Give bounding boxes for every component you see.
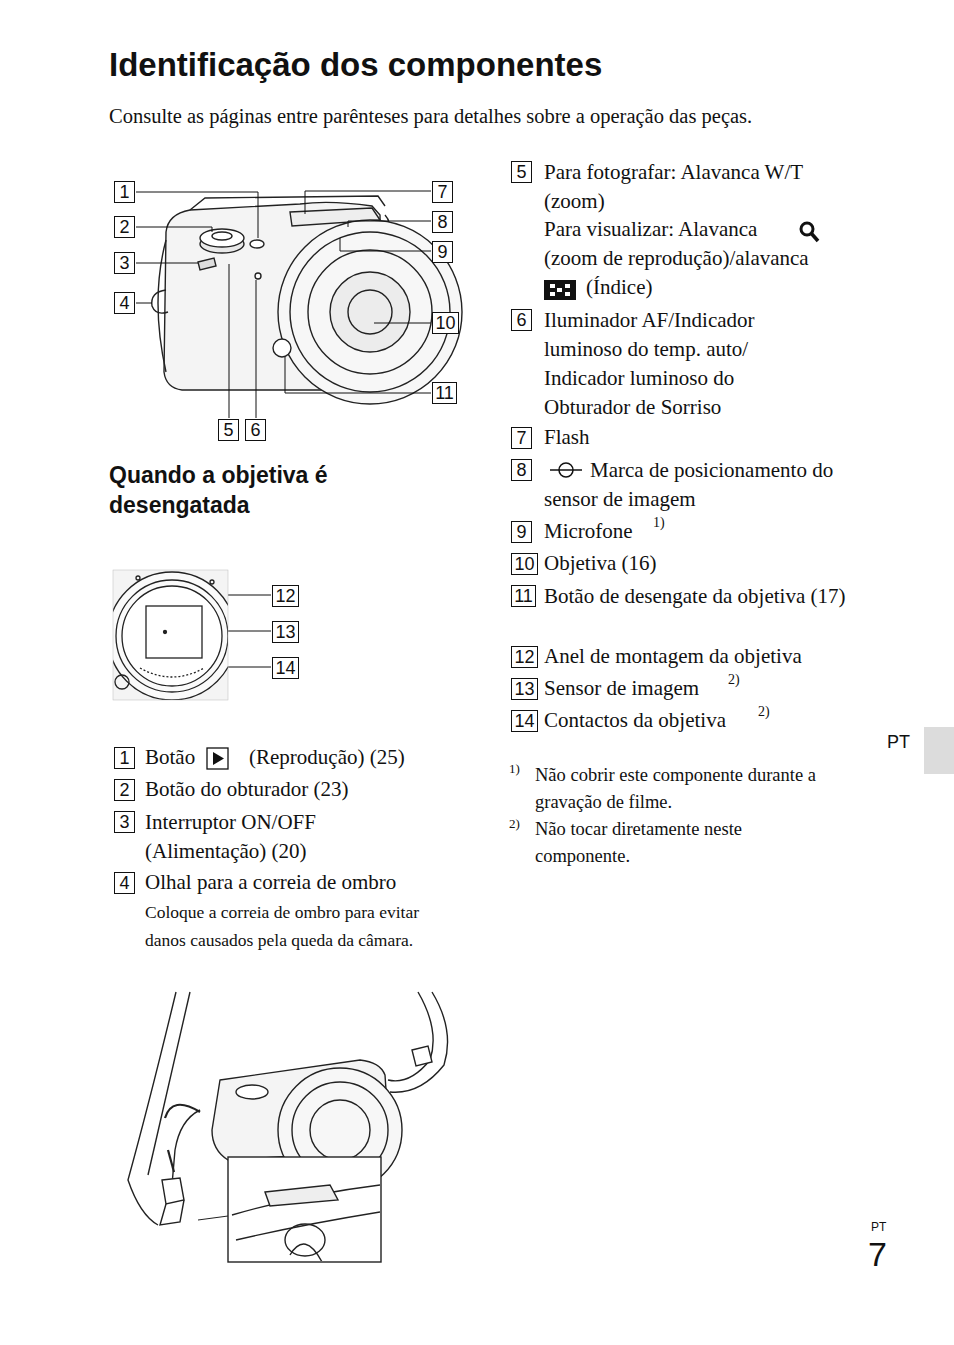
number-text: 11 [435, 384, 454, 402]
part-name: Objetiva (16) [544, 550, 657, 577]
language-tab [924, 727, 954, 774]
number-text: 12 [275, 587, 295, 605]
list-number: 11 [511, 585, 536, 607]
callout-number: 4 [114, 292, 135, 314]
part-name: Olhal para a correia de ombro [145, 869, 396, 896]
callout-number: 7 [432, 181, 453, 203]
lens-mount-drawing [113, 570, 228, 700]
page-number: 7 [868, 1232, 887, 1276]
list-number: 13 [511, 678, 538, 700]
number-text: 1 [119, 183, 129, 201]
part-name: (Reprodução) (25) [249, 744, 405, 771]
callout-number: 1 [114, 181, 135, 203]
callout-number: 11 [432, 382, 457, 404]
number-text: 10 [435, 314, 455, 332]
callout-number: 13 [272, 621, 299, 643]
strap-drawing [128, 992, 448, 1262]
part-name: Flash [544, 424, 590, 451]
part-name: (Índice) [586, 274, 652, 301]
list-number: 10 [511, 553, 538, 575]
number-text: 7 [516, 429, 526, 447]
callout-number: 6 [245, 419, 266, 441]
page-title: Identificação dos componentes [109, 46, 602, 84]
callout-number: 5 [218, 419, 239, 441]
page-language: PT [871, 1219, 886, 1235]
footnote-text: Não cobrir este componente durante a gra… [535, 762, 870, 816]
part-name: Anel de montagem da objetiva [544, 643, 802, 670]
list-number: 12 [511, 646, 538, 668]
callout-number: 3 [114, 252, 135, 274]
part-name: Interruptor ON/OFF (Alimentação) (20) [145, 808, 385, 866]
callout-number: 8 [432, 211, 453, 233]
part-name: Botão [145, 744, 195, 771]
part-name: Marca de posicionamento do sensor de ima… [544, 456, 854, 514]
number-text: 6 [516, 311, 526, 329]
part-name: (zoom de reprodução)/alavanca [544, 245, 809, 272]
list-number: 8 [511, 459, 532, 481]
number-text: 13 [275, 623, 295, 641]
inline-icons [207, 223, 818, 769]
part-name: Iluminador AF/Indicador luminoso do temp… [544, 306, 794, 422]
number-text: 14 [275, 659, 295, 677]
callout-number: 10 [432, 312, 459, 334]
number-text: 8 [437, 213, 447, 231]
number-text: 1 [119, 749, 129, 767]
number-text: 4 [119, 294, 129, 312]
list-number: 2 [114, 779, 135, 801]
note-text: Coloque a correia de ombro para evitar d… [145, 899, 455, 954]
part-name: Sensor de imagem [544, 675, 699, 702]
number-text: 2 [119, 218, 129, 236]
list-number: 6 [511, 309, 532, 331]
number-text: 6 [250, 421, 260, 439]
number-text: 9 [437, 243, 447, 261]
number-text: 10 [514, 555, 534, 573]
list-number: 3 [114, 811, 135, 833]
list-number: 7 [511, 427, 532, 449]
part-name: Contactos da objetiva [544, 707, 726, 734]
footnote-marker: 2) [509, 815, 520, 832]
list-number: 4 [114, 872, 135, 894]
footnote-ref: 2) [728, 671, 740, 689]
part-name: Microfone [544, 518, 633, 545]
intro-text: Consulte as páginas entre parênteses par… [109, 103, 899, 130]
callout-number: 12 [272, 585, 299, 607]
footnote-ref: 1) [653, 514, 665, 532]
number-text: 4 [119, 874, 129, 892]
list-number: 14 [511, 710, 538, 732]
list-number: 9 [511, 521, 532, 543]
number-text: 9 [516, 523, 526, 541]
footnote-ref: 2) [758, 703, 770, 721]
subheading: Quando a objetiva é desengatada [109, 460, 399, 520]
part-name: Botão do obturador (23) [145, 776, 349, 803]
callout-number: 9 [432, 241, 453, 263]
part-name: Para fotografar: Alavanca W/T (zoom) [544, 158, 849, 216]
part-name: Para visualizar: Alavanca [544, 216, 757, 243]
number-text: 8 [516, 461, 526, 479]
footnote-text: Não tocar diretamente neste componente. [535, 816, 835, 870]
list-number: 1 [114, 747, 135, 769]
number-text: 3 [119, 813, 129, 831]
number-text: 13 [514, 680, 534, 698]
number-text: 7 [437, 183, 447, 201]
part-name: Botão de desengate da objetiva (17) [544, 582, 854, 611]
number-text: 12 [514, 648, 534, 666]
number-text: 2 [119, 781, 129, 799]
number-text: 3 [119, 254, 129, 272]
callout-number: 2 [114, 216, 135, 238]
list-number: 5 [511, 161, 532, 183]
footnote-marker: 1) [509, 760, 520, 777]
number-text: 14 [514, 712, 534, 730]
number-text: 5 [223, 421, 233, 439]
number-text: 11 [514, 587, 533, 605]
callout-number: 14 [272, 657, 299, 679]
language-tab-label: PT [887, 731, 910, 754]
number-text: 5 [516, 163, 526, 181]
